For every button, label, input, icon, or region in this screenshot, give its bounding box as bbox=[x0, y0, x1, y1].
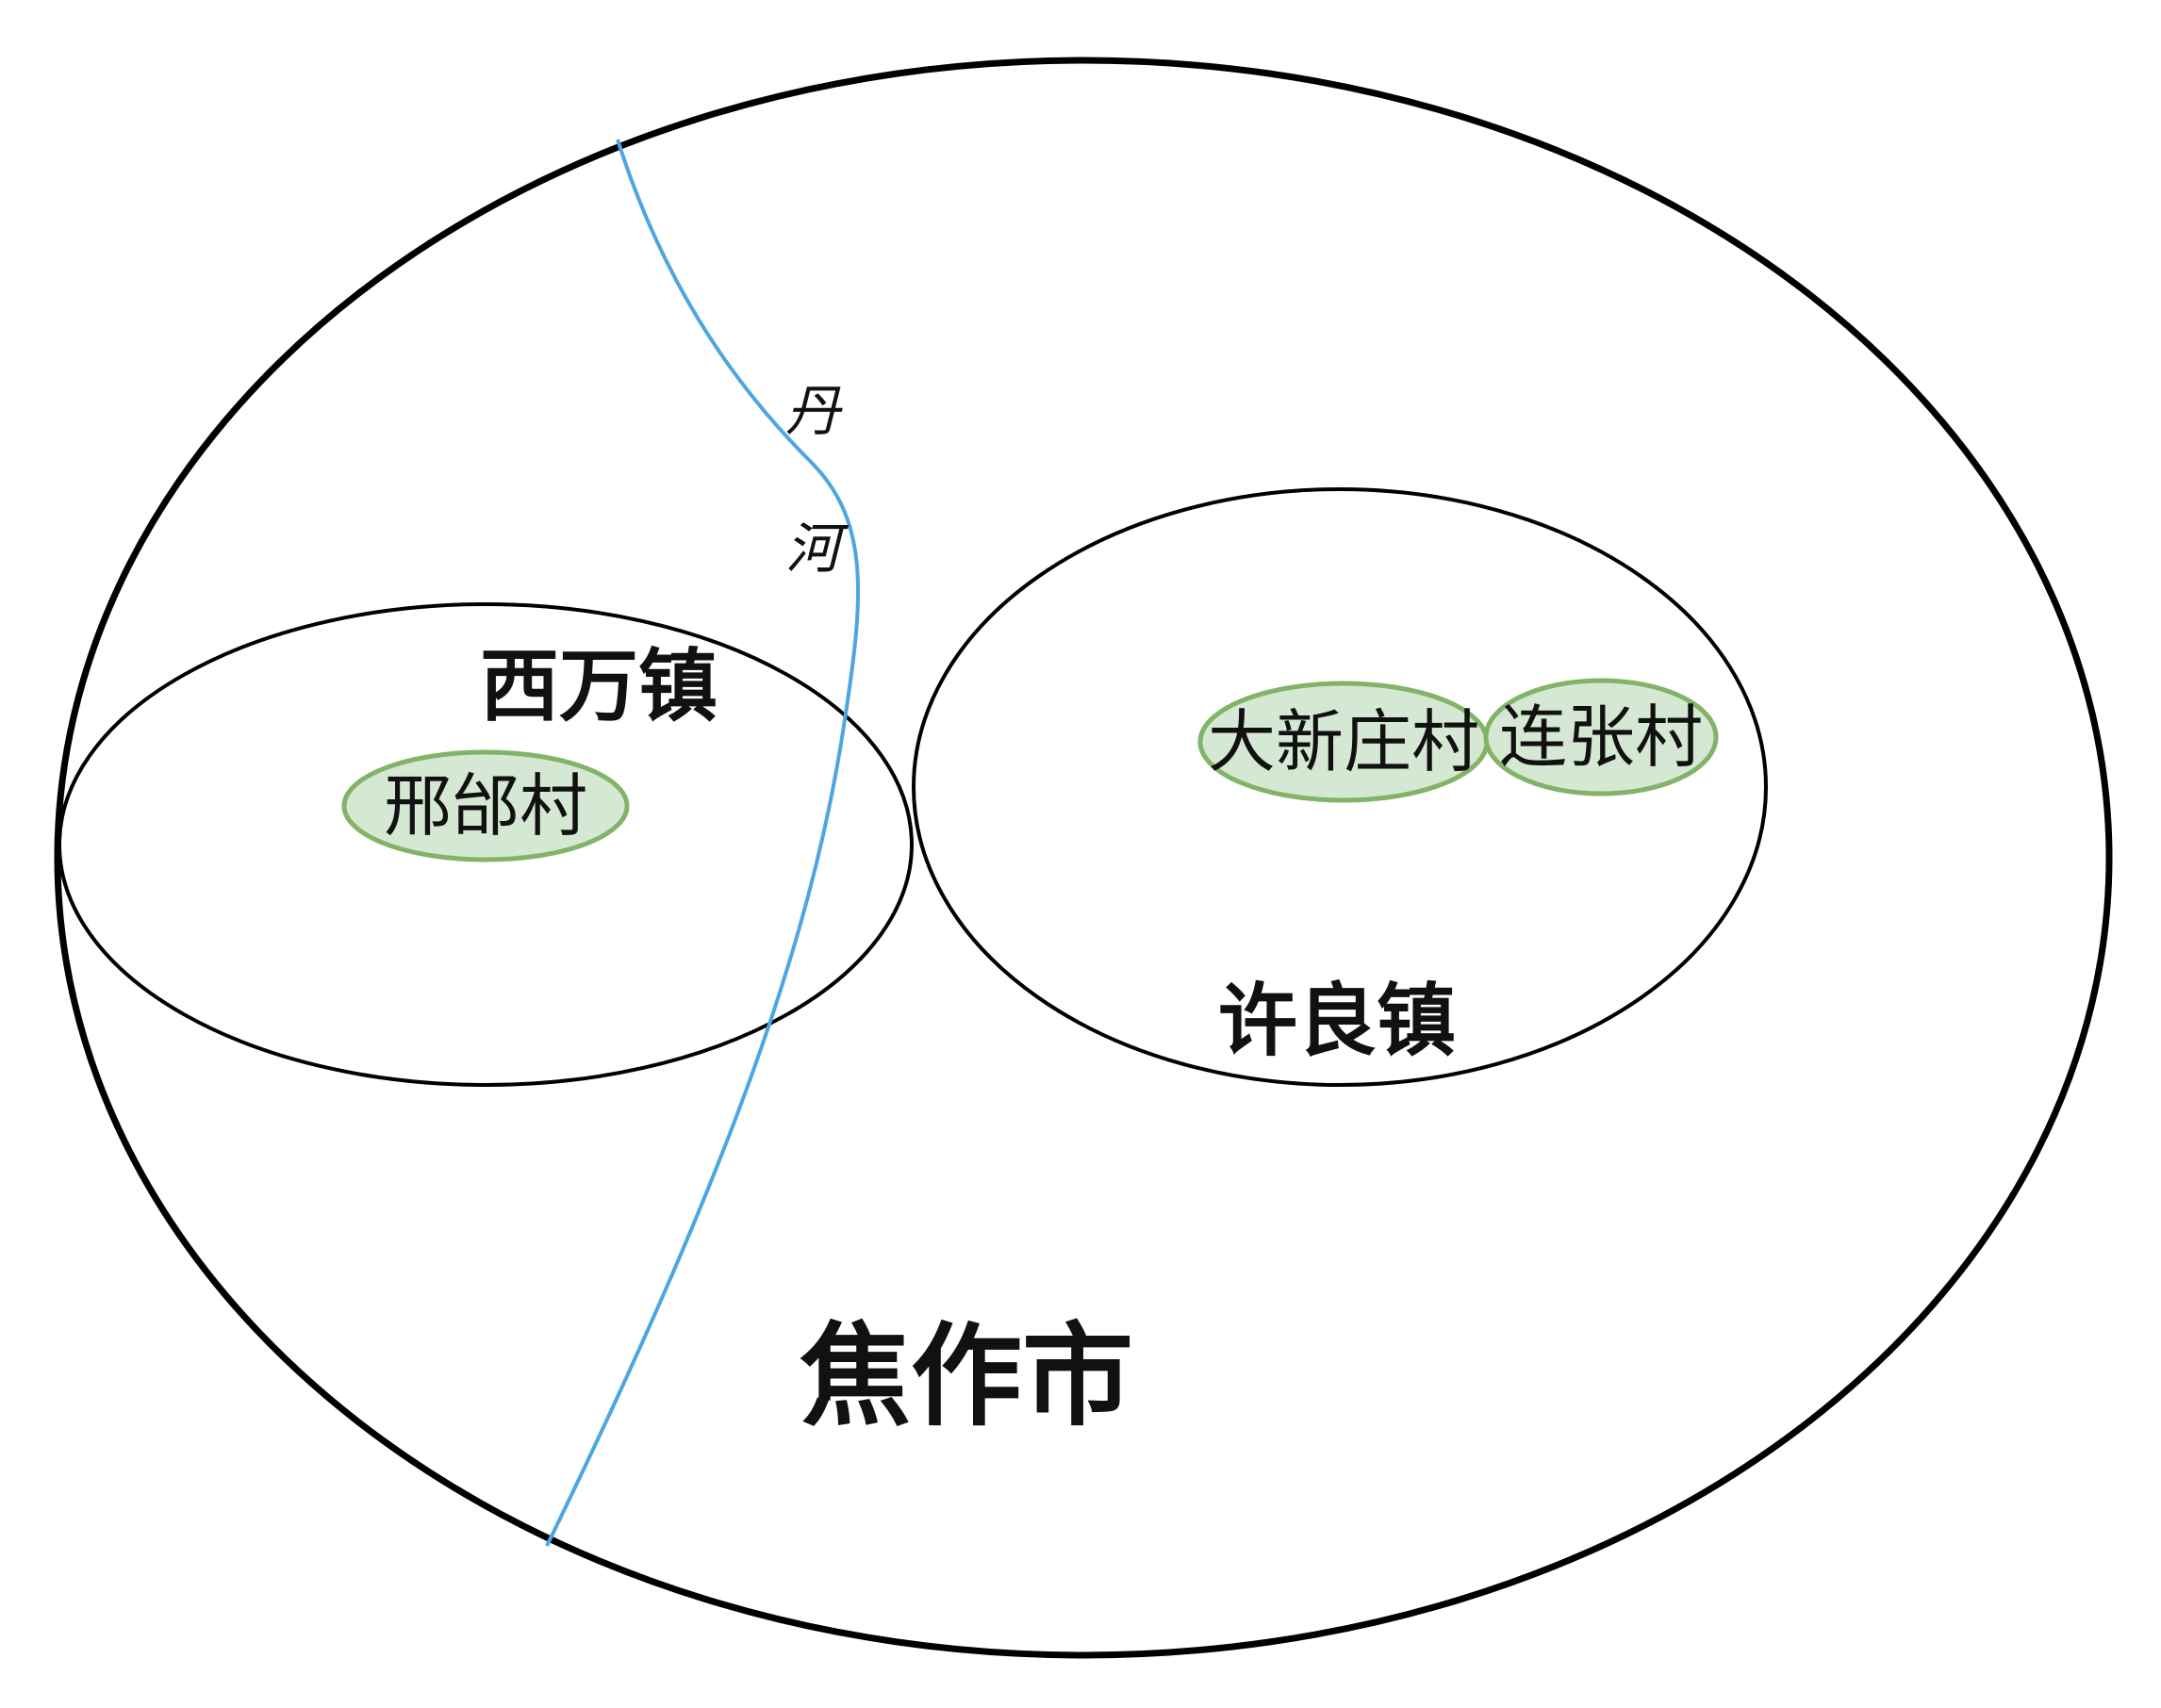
city-boundary bbox=[54, 57, 2113, 1659]
town-label-xuliang: 许良镇 bbox=[1218, 975, 1456, 1067]
town-label-xiwan: 西万镇 bbox=[480, 640, 718, 732]
town-boundary-xuliang bbox=[912, 487, 1768, 1087]
village-label-daxinzhuang: 大新庄村 bbox=[1208, 702, 1479, 781]
village-marker-lianzhang bbox=[1483, 678, 1719, 797]
village-label-lianzhang: 连张村 bbox=[1499, 698, 1703, 777]
town-boundary-xiwan bbox=[58, 602, 914, 1087]
river-label-char-1: 丹 bbox=[785, 379, 843, 443]
village-marker-xingbu bbox=[341, 749, 630, 862]
village-label-xingbu: 邢邰村 bbox=[384, 766, 587, 846]
river-label-char-2: 河 bbox=[785, 517, 850, 581]
city-label: 焦作市 bbox=[800, 1311, 1133, 1441]
river-line bbox=[545, 139, 861, 1547]
